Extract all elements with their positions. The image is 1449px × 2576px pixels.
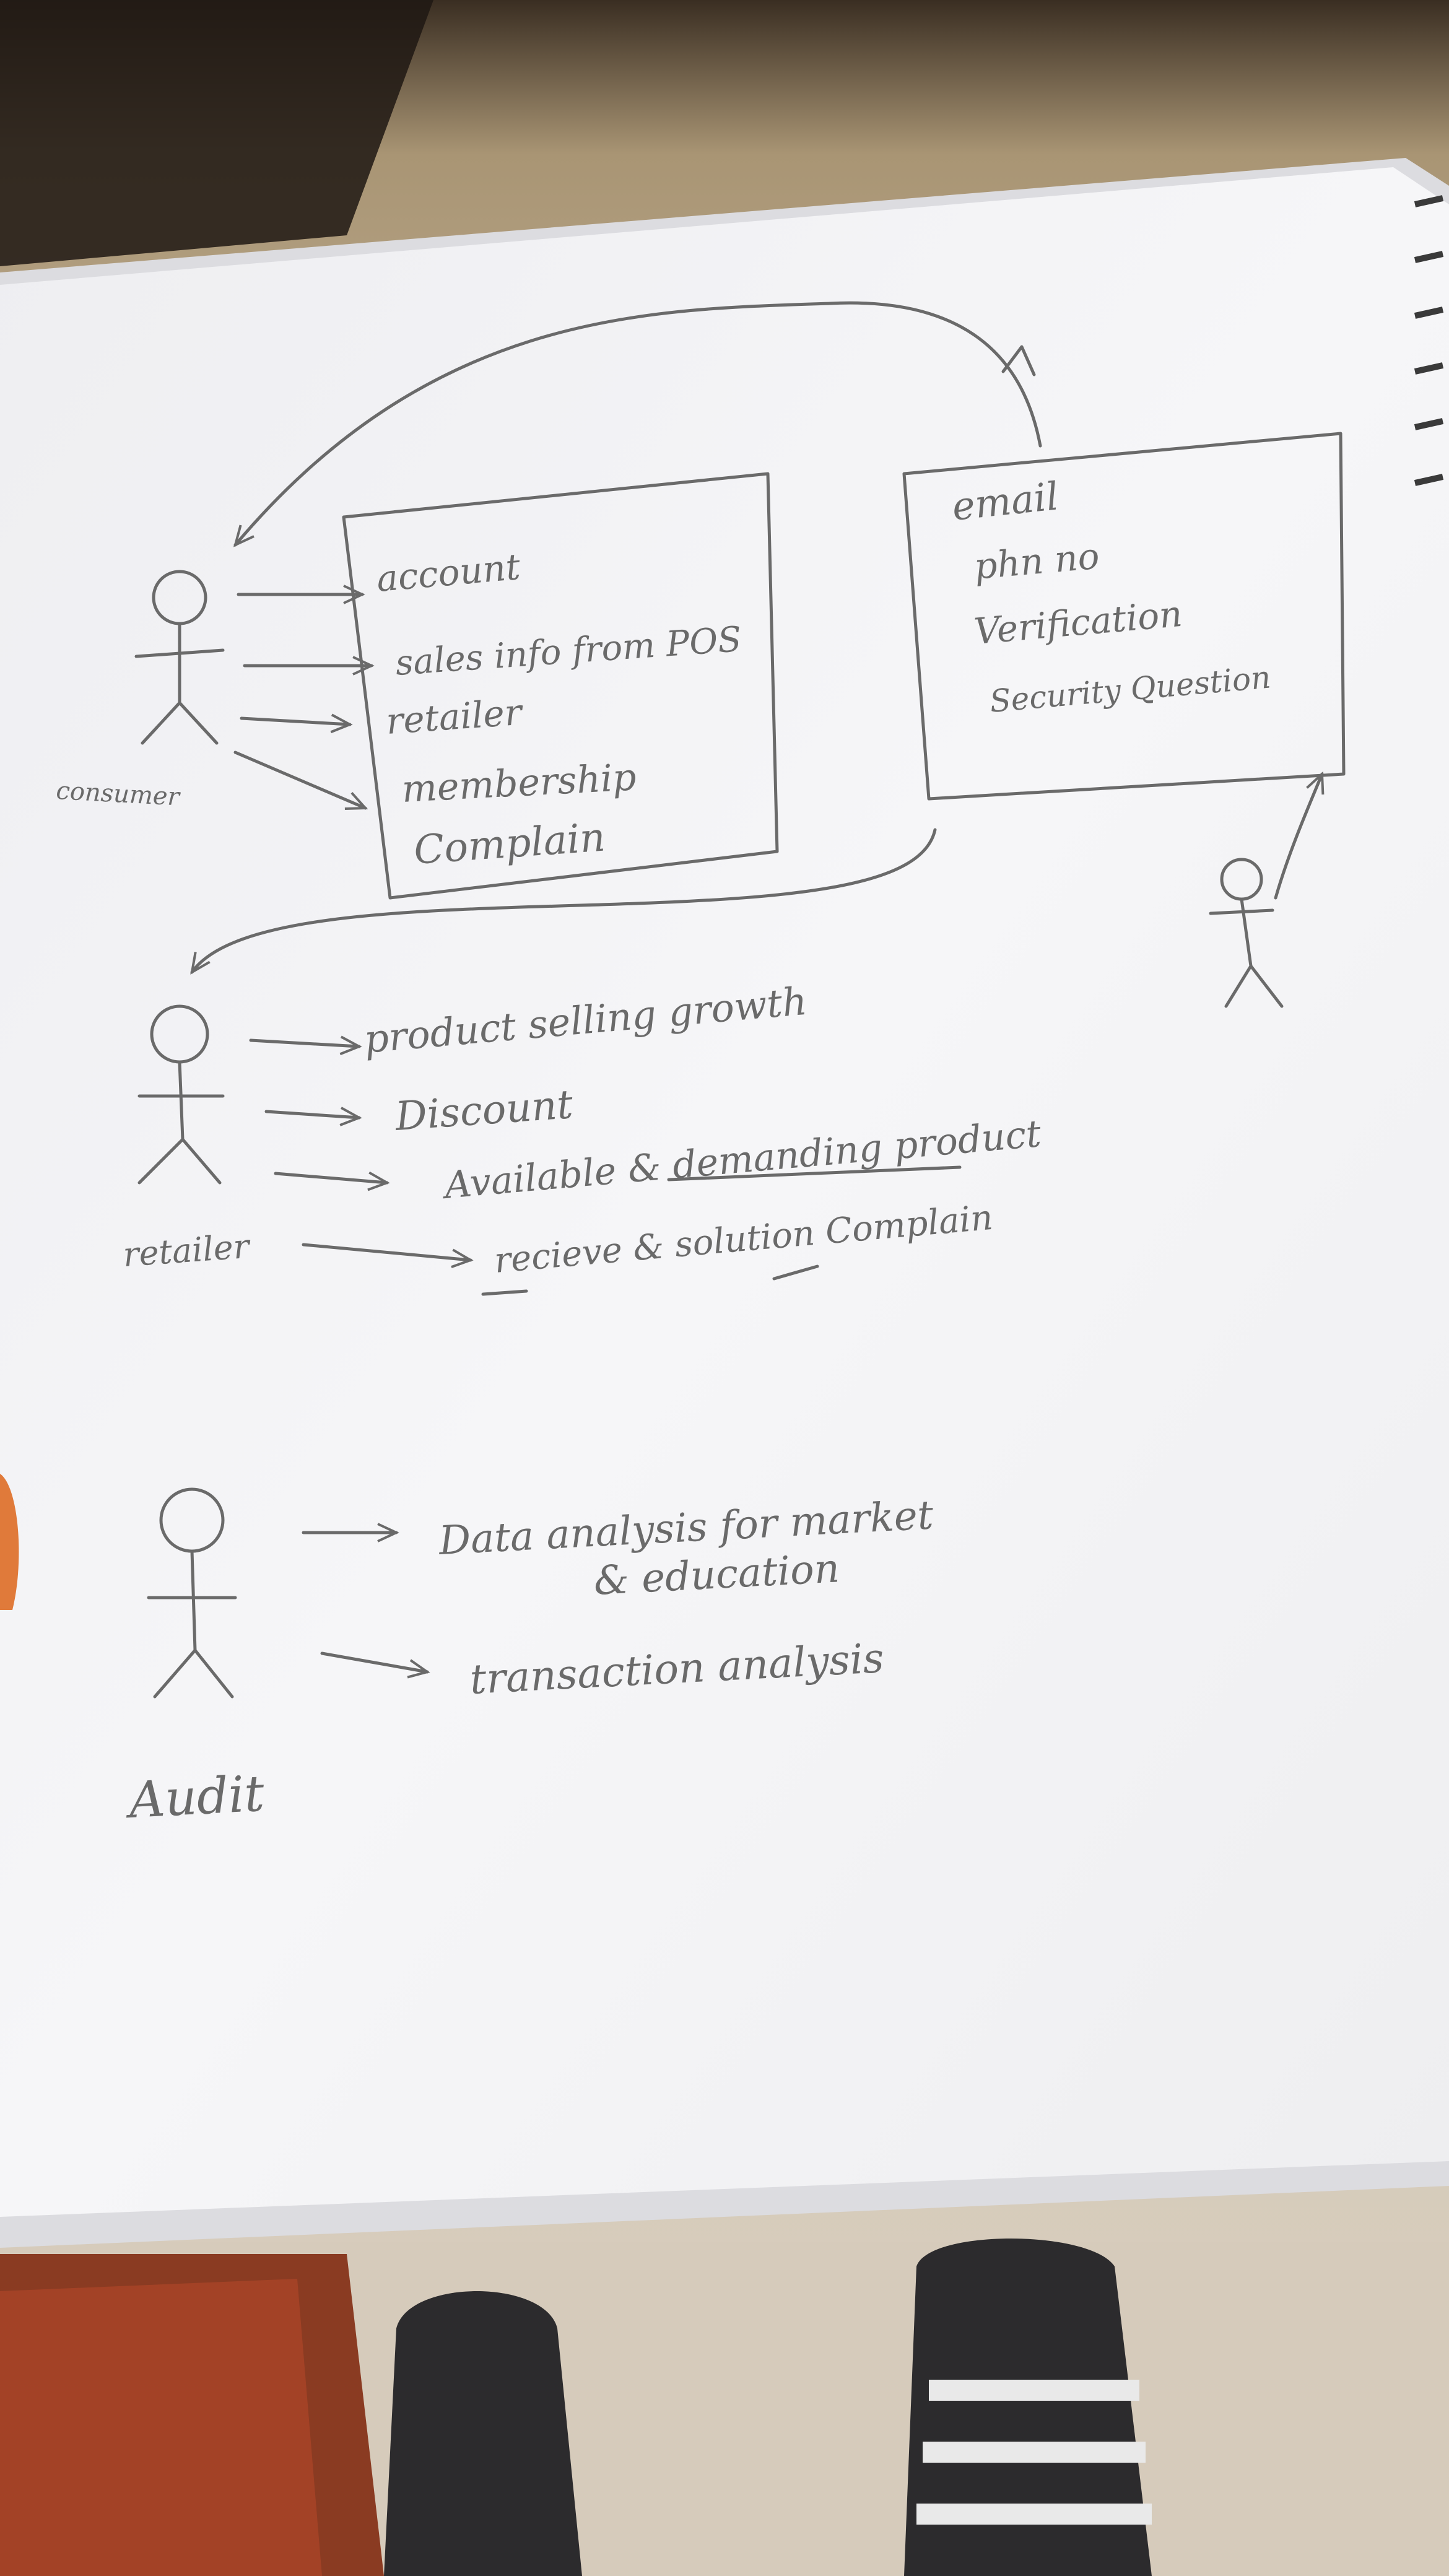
sandal-stripes: [916, 2380, 1152, 2525]
audit-arrow-2: [320, 1651, 430, 1679]
retailer-label: retailer: [122, 1227, 253, 1274]
retailer-arrow-3: [274, 1171, 390, 1191]
audit-figure: [147, 1487, 237, 1699]
retailer-underlines: [481, 1165, 962, 1296]
consumer-arrow-4: [233, 751, 368, 811]
right-sandal: [904, 2239, 1152, 2576]
verifier-figure: [1209, 858, 1284, 1008]
retailer-arrow-2: [264, 1107, 362, 1126]
consumer-figure: [134, 570, 225, 745]
retailer-figure: [137, 1004, 225, 1185]
left-sandal: [384, 2291, 582, 2576]
consumer-label: consumer: [55, 777, 181, 812]
consumer-box: [342, 472, 779, 900]
retailer-arrow-4: [302, 1243, 474, 1269]
verifier-to-box-arrow: [1274, 771, 1325, 900]
audit-label: Audit: [123, 1765, 266, 1830]
consumer-item-retailer: retailer: [385, 691, 525, 742]
verification-item-email: email: [950, 473, 1061, 529]
verification-box: [902, 432, 1346, 801]
spiral-binding: [1414, 195, 1444, 486]
consumer-arrow-3: [240, 713, 353, 734]
fabric-pattern: [0, 2279, 322, 2576]
finger-tip: [0, 1474, 19, 1610]
curve-tick: [1001, 345, 1036, 376]
paper-sheet: [0, 167, 1449, 2217]
background-shadow: [0, 0, 433, 266]
verification-to-consumer-arrow: [233, 301, 1042, 547]
retailer-arrow-1: [249, 1035, 362, 1056]
box-to-retailer-arrow: [190, 828, 937, 975]
